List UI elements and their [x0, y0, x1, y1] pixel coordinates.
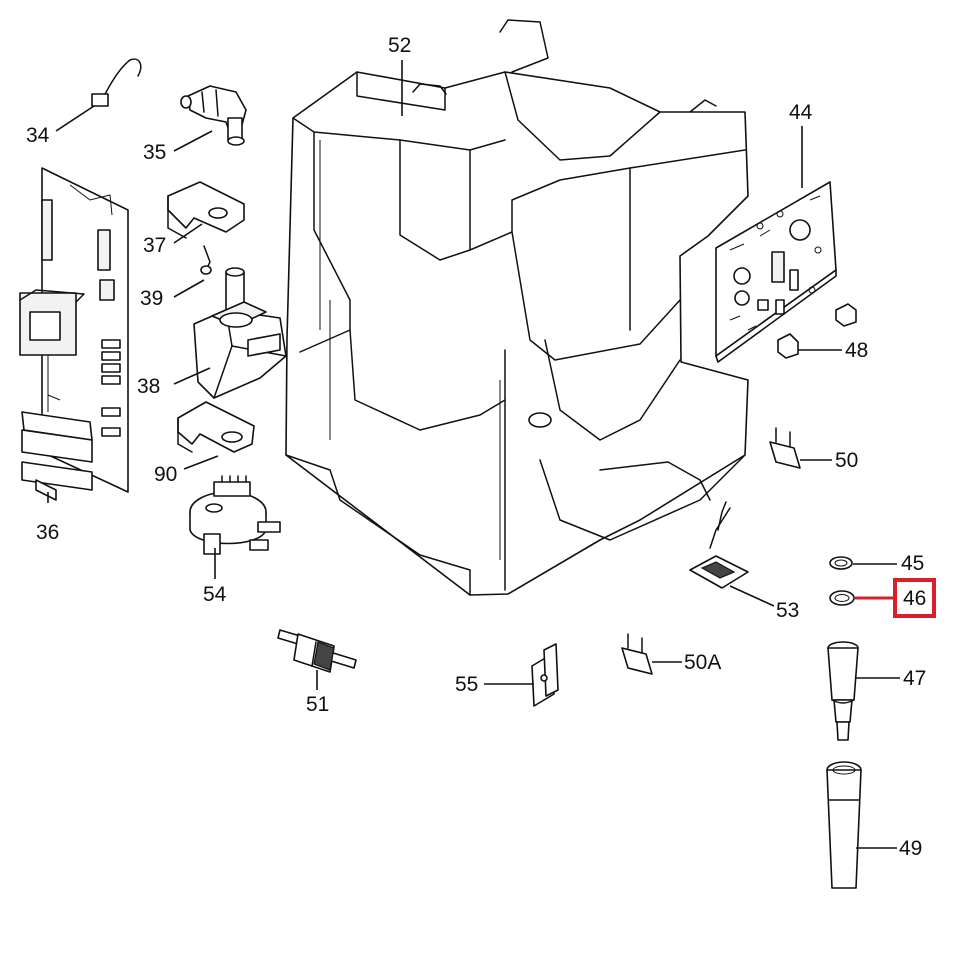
part-44-control-board [715, 181, 837, 363]
label-38: 38 [137, 375, 161, 398]
label-39: 39 [140, 287, 164, 310]
label-50: 50 [835, 449, 859, 472]
part-35-valve [180, 85, 247, 146]
label-34: 34 [26, 124, 50, 147]
label-53: 53 [776, 599, 800, 622]
part-38-pump [193, 267, 287, 399]
label-37: 37 [143, 234, 167, 257]
label-45: 45 [901, 552, 925, 575]
part-47-nozzle [827, 641, 859, 741]
part-54-flowmeter [189, 475, 281, 555]
label-50a: 50A [684, 651, 722, 674]
label-44: 44 [789, 101, 813, 124]
label-54: 54 [203, 583, 227, 606]
label-51: 51 [306, 693, 330, 716]
part-39-clip [200, 245, 212, 275]
connector-pins [41, 199, 121, 437]
part-52-frame [285, 19, 749, 596]
label-46: 46 [903, 587, 927, 610]
label-49: 49 [899, 837, 923, 860]
part-50-connector [769, 427, 801, 469]
label-52: 52 [388, 34, 412, 57]
label-35: 35 [143, 141, 167, 164]
part-53-sensor-board [689, 501, 749, 589]
highlight-box-46 [893, 578, 936, 618]
label-47: 47 [903, 667, 927, 690]
part-46-oring [829, 590, 855, 606]
part-55-hinge [531, 643, 559, 707]
part-34-sensor [91, 58, 142, 107]
label-36: 36 [36, 521, 60, 544]
part-37-bracket [167, 181, 245, 239]
label-48: 48 [845, 339, 869, 362]
part-36-power-board [19, 167, 129, 501]
label-90: 90 [154, 463, 178, 486]
part-45-oring [829, 556, 853, 570]
label-55: 55 [455, 673, 479, 696]
part-49-tube [826, 761, 862, 889]
part-51-filter [277, 629, 357, 673]
part-50a-connector [621, 633, 653, 675]
part-48-spacers [777, 303, 857, 359]
leader-lines [47, 60, 900, 849]
part-90-bracket [177, 401, 255, 453]
